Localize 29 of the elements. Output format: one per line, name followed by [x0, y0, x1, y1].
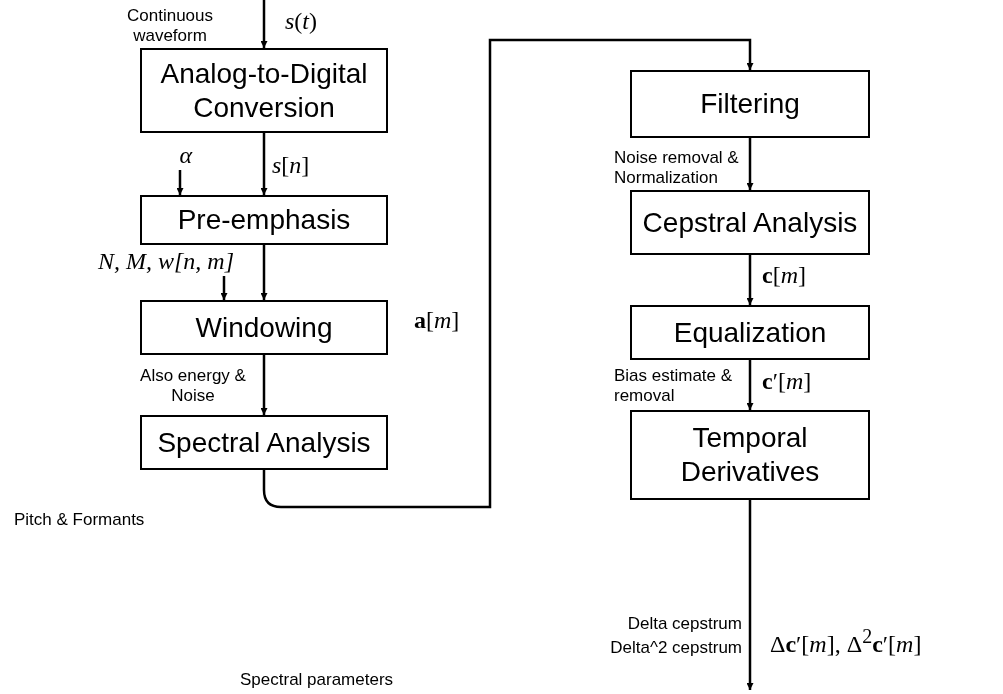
- process-box: Spectral Analysis: [140, 415, 388, 470]
- process-box: Filtering: [630, 70, 870, 138]
- parameter-label: N, M, w[n, m]: [28, 246, 234, 276]
- annotation-text: Also energy & Noise: [139, 366, 247, 406]
- annotation-text: Continuous waveform: [126, 6, 214, 46]
- process-box: Temporal Derivatives: [630, 410, 870, 500]
- process-box: Cepstral Analysis: [630, 190, 870, 255]
- arrow: [260, 245, 268, 300]
- arrow: [262, 38, 754, 509]
- arrow: [746, 500, 754, 690]
- arrow: [260, 355, 268, 415]
- process-box: Pre-emphasis: [140, 195, 388, 245]
- arrow: [176, 170, 184, 195]
- arrow: [746, 138, 754, 190]
- arrow: [260, 133, 268, 195]
- annotation-text: Pitch & Formants: [14, 510, 146, 530]
- annotation-text: Spectral parameters: [240, 670, 395, 690]
- annotation-text: Noise removal & Normalization: [614, 148, 740, 188]
- process-box: Windowing: [140, 300, 388, 355]
- process-box: Equalization: [630, 305, 870, 360]
- arrow: [746, 360, 754, 410]
- annotation-text: Delta cepstrum: [626, 614, 742, 634]
- process-box: Analog-to-Digital Conversion: [140, 48, 388, 133]
- annotation-text: Bias estimate & removal: [614, 366, 734, 406]
- arrow: [260, 0, 268, 48]
- parameter-label: α: [168, 140, 192, 170]
- annotation-text: Delta^2 cepstrum: [609, 638, 742, 658]
- arrow: [220, 276, 228, 300]
- arrow: [746, 255, 754, 305]
